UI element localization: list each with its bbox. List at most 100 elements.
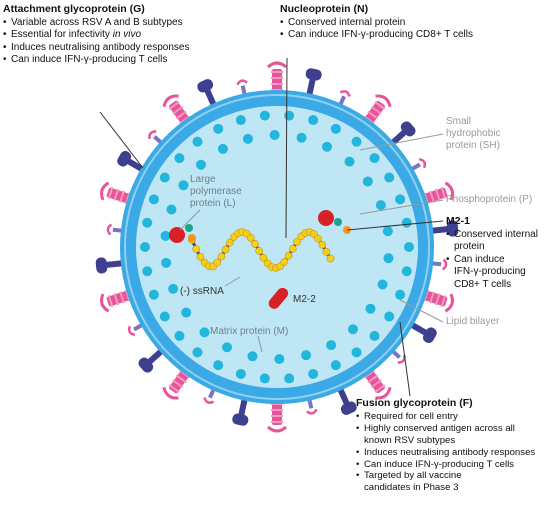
nucleocapsid-rna [188,228,335,272]
nucleoprotein-title: Nucleoprotein (N) [280,3,369,15]
attachment-glycoprotein-box: Attachment glycoprotein (G) Variable acr… [3,3,233,67]
fusion-item: Induces neutralising antibody responses [356,447,550,459]
f-glycoprotein [197,79,218,109]
matrix-protein-dot [174,153,185,164]
matrix-protein-dot [192,136,203,147]
m2-2-protein [268,287,289,309]
nucleoprotein-bead [284,251,293,260]
nucleoprotein-bead [326,254,335,263]
sh-protein [236,79,248,96]
phosphoprotein-label: Phosphoprotein (P) [446,194,533,205]
matrix-protein-dot [301,350,312,361]
nucleoprotein-item: Conserved internal protein [280,17,520,30]
matrix-protein-dot [382,226,393,237]
matrix-protein-dot [395,289,406,300]
matrix-protein-dot [369,153,380,164]
matrix-protein-dot [365,303,376,314]
leader-phosphoprotein [359,199,444,215]
matrix-protein-dot [384,172,395,183]
f-glycoprotein [305,68,322,98]
matrix-protein-dot [213,123,224,134]
matrix-protein-dot [351,136,362,147]
nucleoprotein-bead [255,247,264,255]
m21-title: M2-1 [446,215,470,227]
matrix-protein-dot [344,156,355,167]
matrix-protein-dot [259,373,270,384]
f-glycoprotein [336,385,357,415]
matrix-protein-dot [395,194,406,205]
matrix-protein-dot [383,253,394,264]
nucleoprotein-bead [213,258,222,267]
virion-interior [136,106,418,388]
matrix-protein-dot [235,368,246,379]
phosphoprotein-left-2 [188,234,196,242]
f-glycoprotein [232,396,249,426]
matrix-protein-dot [375,200,386,211]
matrix-protein-dot [384,311,395,322]
leader-sh [359,133,444,151]
matrix-protein-dot [404,242,414,252]
nucleoprotein-bead [192,245,201,253]
matrix-protein-dot [222,342,233,353]
matrix-protein-dot [196,159,207,170]
matrix-protein-dot [235,115,246,126]
g-glycoprotein [363,369,392,400]
nucleoprotein-bead [225,238,234,247]
nucleoprotein-bead [314,234,322,243]
sh-protein [106,223,124,236]
sh-protein [306,398,318,415]
matrix-protein-dot [140,242,150,252]
matrix-protein-dot [401,266,412,277]
matrix-protein-dot [217,143,228,154]
nucleoprotein-bead [259,253,268,262]
nucleoprotein-bead [322,247,331,256]
matrix-protein-dot [142,266,153,277]
matrix-protein-dot [174,330,185,341]
leader-attachment [99,111,144,169]
leader-ssrna [224,276,241,287]
matrix-protein-dot [159,172,170,183]
matrix-protein-dot [347,324,358,335]
lipid-bilayer-label: Lipid bilayer [446,316,500,327]
lipid-bilayer-ring [124,94,430,400]
matrix-protein-dot [168,283,179,294]
ssrna-label: (-) ssRNA [180,286,224,297]
fusion-item: Required for cell entry [356,411,550,423]
matrix-protein-dot [192,347,203,358]
attachment-item: Can induce IFN-γ-producing T cells [3,54,233,67]
matrix-protein-dot [242,133,253,144]
matrix-protein-dot [259,110,270,121]
matrix-protein-dot [159,311,170,322]
f-glycoprotein [117,150,146,174]
matrix-protein-dot [308,115,319,126]
attachment-item: Essential for infectivity in vivo [3,29,233,42]
nucleoprotein-item: Can induce IFN-γ-producing CD8+ T cells [280,29,520,42]
g-glycoprotein [162,94,191,125]
phosphoprotein-left [185,224,193,232]
matrix-protein-dot [142,217,153,228]
polymerase-protein-l [169,227,185,243]
matrix-protein-dot [178,180,189,191]
matrix-protein-dot [330,123,341,134]
matrix-protein-layer [140,110,414,384]
leader-matrix [257,335,263,353]
attachment-item: Variable across RSV A and B subtypes [3,17,233,30]
g-glycoprotein [267,401,287,433]
m21-protein [334,218,342,226]
nucleoprotein-bead [217,252,226,261]
f-glycoprotein [388,121,416,147]
nucleoprotein-box: Nucleoprotein (N) Conserved internal pro… [280,3,520,42]
matrix-protein-dot [269,130,280,141]
nucleoprotein-bead [251,240,259,248]
fusion-glycoprotein-box: Fusion glycoprotein (F) Required for cel… [356,397,550,494]
nucleoprotein-bead [246,233,255,242]
g-glycoprotein [267,61,287,93]
nucleoprotein-bead [293,237,301,246]
matrix-protein-dot [284,110,295,121]
matrix-protein-dot [199,327,210,338]
